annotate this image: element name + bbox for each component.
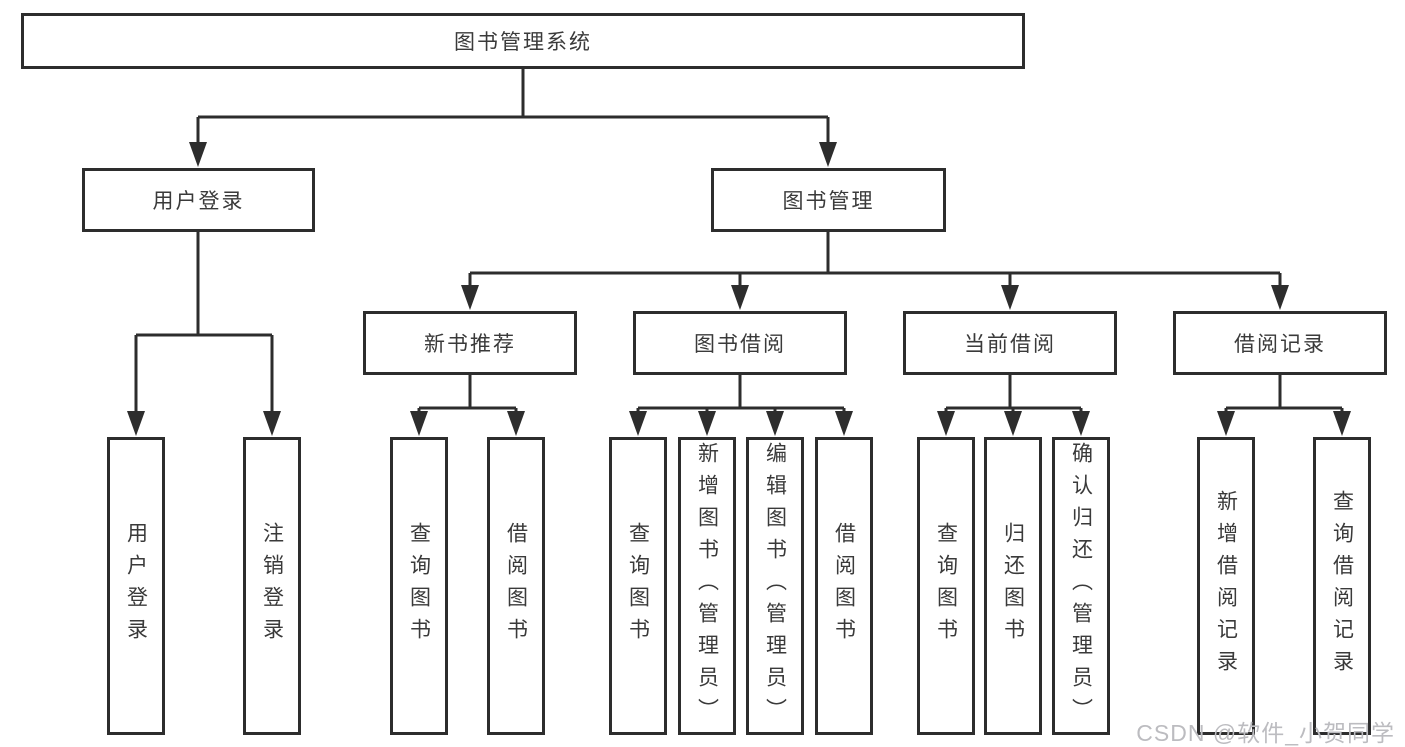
node-borrow-record: 借阅记录 <box>1173 311 1387 375</box>
leaf-current-return-books: 归还图书 <box>984 437 1042 735</box>
leaf-record-query-borrow-record-label: 查询借阅记录 <box>1330 490 1354 682</box>
node-root-label: 图书管理系统 <box>454 31 592 54</box>
node-new-book-recommend-label: 新书推荐 <box>424 333 516 356</box>
node-root: 图书管理系统 <box>21 13 1025 69</box>
leaf-newbook-borrow-books: 借阅图书 <box>487 437 545 735</box>
leaf-borrow-query-books: 查询图书 <box>609 437 667 735</box>
node-current-borrow: 当前借阅 <box>903 311 1117 375</box>
leaf-borrow-add-books-admin: 新增图书（管理员） <box>678 437 736 735</box>
node-book-borrow-label: 图书借阅 <box>694 333 786 356</box>
node-user-login: 用户登录 <box>82 168 315 232</box>
leaf-current-query-books: 查询图书 <box>917 437 975 735</box>
leaf-borrow-query-books-label: 查询图书 <box>626 522 650 650</box>
leaf-borrow-borrow-books-label: 借阅图书 <box>832 522 856 650</box>
leaf-current-confirm-return-admin-label: 确认归还（管理员） <box>1069 442 1093 730</box>
leaf-current-query-books-label: 查询图书 <box>934 522 958 650</box>
leaf-user-login-label: 用户登录 <box>124 522 148 650</box>
node-book-management-label: 图书管理 <box>782 190 875 213</box>
leaf-newbook-query-books-label: 查询图书 <box>407 522 431 650</box>
node-user-login-label: 用户登录 <box>152 190 245 213</box>
leaf-logout: 注销登录 <box>243 437 301 735</box>
leaf-current-confirm-return-admin: 确认归还（管理员） <box>1052 437 1110 735</box>
csdn-watermark: CSDN @软件_小贺同学 <box>1136 720 1395 746</box>
node-current-borrow-label: 当前借阅 <box>964 333 1056 356</box>
leaf-record-add-borrow-record: 新增借阅记录 <box>1197 437 1255 735</box>
leaf-user-login: 用户登录 <box>107 437 165 735</box>
leaf-current-return-books-label: 归还图书 <box>1001 522 1025 650</box>
node-book-borrow: 图书借阅 <box>633 311 847 375</box>
leaf-record-query-borrow-record: 查询借阅记录 <box>1313 437 1371 735</box>
leaf-newbook-borrow-books-label: 借阅图书 <box>504 522 528 650</box>
leaf-newbook-query-books: 查询图书 <box>390 437 448 735</box>
leaf-borrow-edit-books-admin: 编辑图书（管理员） <box>746 437 804 735</box>
leaf-borrow-add-books-admin-label: 新增图书（管理员） <box>695 442 719 730</box>
leaf-borrow-edit-books-admin-label: 编辑图书（管理员） <box>763 442 787 730</box>
arrowheads <box>127 142 1351 436</box>
leaf-logout-label: 注销登录 <box>260 522 284 650</box>
leaf-record-add-borrow-record-label: 新增借阅记录 <box>1214 490 1238 682</box>
node-new-book-recommend: 新书推荐 <box>363 311 577 375</box>
node-book-management: 图书管理 <box>711 168 946 232</box>
node-borrow-record-label: 借阅记录 <box>1234 333 1326 356</box>
leaf-borrow-borrow-books: 借阅图书 <box>815 437 873 735</box>
